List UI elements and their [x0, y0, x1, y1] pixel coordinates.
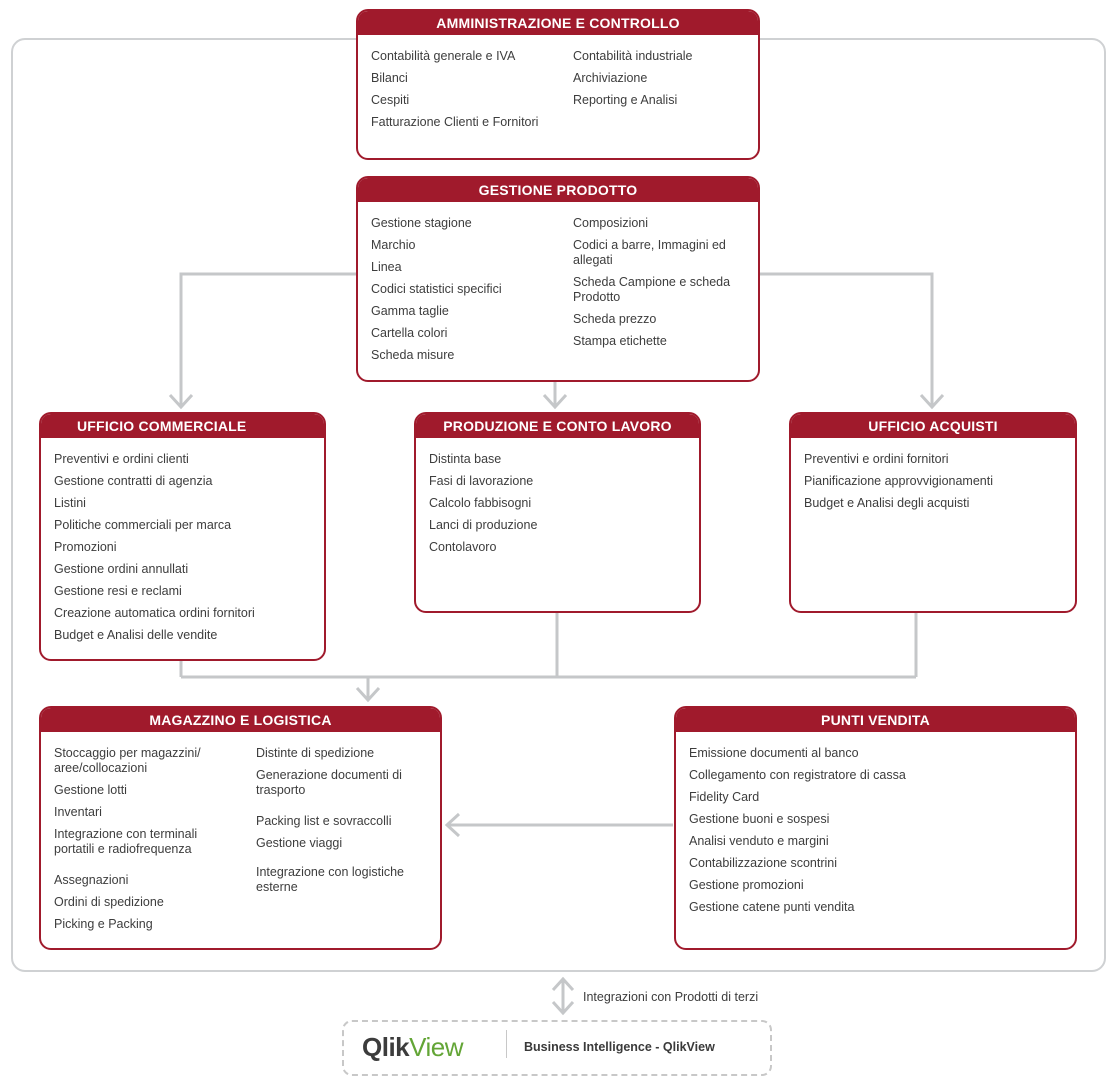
list-item: Fatturazione Clienti e Fornitori [371, 115, 539, 129]
box-magazzino-logistica: MAGAZZINO E LOGISTICA Stoccaggio per mag… [39, 706, 442, 950]
items: Emissione documenti al banco Collegament… [689, 746, 1064, 922]
arrowhead-magazzino [355, 686, 381, 703]
list-item: Packing list e sovraccolli [256, 814, 392, 828]
list-item: Marchio [371, 238, 416, 252]
list-item: Stampa etichette [573, 334, 667, 348]
box-title: PUNTI VENDITA [676, 708, 1075, 732]
box-produzione-conto-lavoro: PRODUZIONE E CONTO LAVORO Distinta base … [414, 412, 701, 613]
list-item: Gestione contratti di agenzia [54, 474, 213, 488]
arrowhead-acquisti [919, 393, 945, 410]
list-item: Contolavoro [429, 540, 497, 554]
list-item: Collegamento con registratore di cassa [689, 768, 906, 782]
connector-to-commerciale [179, 272, 357, 405]
list-item: Archiviazione [573, 71, 648, 85]
list-item: Politiche commerciali per marca [54, 518, 232, 532]
items-right: Distinte di spedizione Generazione docum… [256, 746, 436, 902]
qlikview-box: QlikView Business Intelligence - QlikVie… [342, 1020, 772, 1076]
list-item: Inventari [54, 805, 102, 819]
list-item: Codici a barre, Immagini ed allegati [573, 238, 726, 267]
list-item: Listini [54, 496, 86, 510]
list-item: Linea [371, 260, 402, 274]
list-item: Preventivi e ordini clienti [54, 452, 189, 466]
list-item: Picking e Packing [54, 917, 153, 931]
list-item: Scheda prezzo [573, 312, 657, 326]
items-left: Contabilità generale e IVA Bilanci Cespi… [371, 49, 561, 137]
list-item: Contabilità industriale [573, 49, 693, 63]
list-item: Bilanci [371, 71, 408, 85]
arrowhead-produzione [542, 393, 568, 410]
list-item: Fidelity Card [689, 790, 760, 804]
list-item: Gestione ordini annullati [54, 562, 189, 576]
box-punti-vendita: PUNTI VENDITA Emissione documenti al ban… [674, 706, 1077, 950]
box-ufficio-commerciale: UFFICIO COMMERCIALE Preventivi e ordini … [39, 412, 326, 661]
list-item: Calcolo fabbisogni [429, 496, 532, 510]
list-item: Integrazione con logistiche esterne [256, 865, 405, 894]
arrowhead-pv [444, 812, 461, 838]
box-title: AMMINISTRAZIONE E CONTROLLO [358, 11, 758, 35]
list-item: Budget e Analisi delle vendite [54, 628, 218, 642]
box-title: MAGAZZINO E LOGISTICA [41, 708, 440, 732]
box-title: GESTIONE PRODOTTO [358, 178, 758, 202]
list-item: Lanci di produzione [429, 518, 538, 532]
integration-label: Integrazioni con Prodotti di terzi [583, 990, 759, 1004]
list-item: Codici statistici specifici [371, 282, 502, 296]
list-item: Composizioni [573, 216, 649, 230]
list-item: Analisi venduto e margini [689, 834, 829, 848]
list-item: Distinta base [429, 452, 502, 466]
list-item: Stoccaggio per magazzini/ aree/collocazi… [54, 746, 201, 775]
logo-main: Qlik [362, 1032, 410, 1062]
items: Preventivi e ordini fornitori Pianificaz… [804, 452, 1069, 518]
list-item: Creazione automatica ordini fornitori [54, 606, 255, 620]
box-ufficio-acquisti: UFFICIO ACQUISTI Preventivi e ordini for… [789, 412, 1077, 613]
list-item: Contabilizzazione scontrini [689, 856, 837, 870]
list-item: Preventivi e ordini fornitori [804, 452, 949, 466]
items-right: Composizioni Codici a barre, Immagini ed… [573, 216, 753, 356]
list-item: Scheda misure [371, 348, 455, 362]
box-amministrazione-controllo: AMMINISTRAZIONE E CONTROLLO Contabilità … [356, 9, 760, 160]
logo-divider [506, 1030, 507, 1058]
list-item: Gestione resi e reclami [54, 584, 182, 598]
items-left: Gestione stagione Marchio Linea Codici s… [371, 216, 561, 370]
list-item: Gamma taglie [371, 304, 449, 318]
list-item: Cartella colori [371, 326, 448, 340]
list-item: Assegnazioni [54, 873, 129, 887]
integration-double-arrow [551, 976, 575, 1016]
list-item: Gestione viaggi [256, 836, 343, 850]
list-item: Gestione buoni e sospesi [689, 812, 830, 826]
items: Distinta base Fasi di lavorazione Calcol… [429, 452, 694, 562]
list-item: Budget e Analisi degli acquisti [804, 496, 970, 510]
arrowhead-commerciale [168, 393, 194, 410]
list-item: Pianificazione approvvigionamenti [804, 474, 994, 488]
items-right: Contabilità industriale Archiviazione Re… [573, 49, 753, 115]
box-title: UFFICIO ACQUISTI [791, 414, 1075, 438]
list-item: Ordini di spedizione [54, 895, 164, 909]
list-item: Emissione documenti al banco [689, 746, 859, 760]
list-item: Generazione documenti di trasporto [256, 768, 402, 797]
list-item: Reporting e Analisi [573, 93, 678, 107]
items-left: Stoccaggio per magazzini/ aree/collocazi… [54, 746, 234, 939]
logo-accent: View [409, 1032, 464, 1062]
list-item: Gestione lotti [54, 783, 127, 797]
qlikview-description: Business Intelligence - QlikView [524, 1040, 715, 1054]
list-item: Gestione catene punti vendita [689, 900, 855, 914]
box-title: UFFICIO COMMERCIALE [41, 414, 324, 438]
list-item: Integrazione con terminali portatili e r… [54, 827, 198, 856]
list-item: Scheda Campione e scheda Prodotto [573, 275, 731, 304]
items: Preventivi e ordini clienti Gestione con… [54, 452, 319, 650]
box-title: PRODUZIONE E CONTO LAVORO [416, 414, 699, 438]
qlikview-logo: QlikView [362, 1032, 464, 1063]
list-item: Gestione stagione [371, 216, 472, 230]
connector-to-acquisti [760, 272, 934, 405]
list-item: Promozioni [54, 540, 117, 554]
list-item: Distinte di spedizione [256, 746, 375, 760]
list-item: Fasi di lavorazione [429, 474, 534, 488]
list-item: Gestione promozioni [689, 878, 804, 892]
list-item: Contabilità generale e IVA [371, 49, 516, 63]
list-item: Cespiti [371, 93, 410, 107]
box-gestione-prodotto: GESTIONE PRODOTTO Gestione stagione Marc… [356, 176, 760, 382]
